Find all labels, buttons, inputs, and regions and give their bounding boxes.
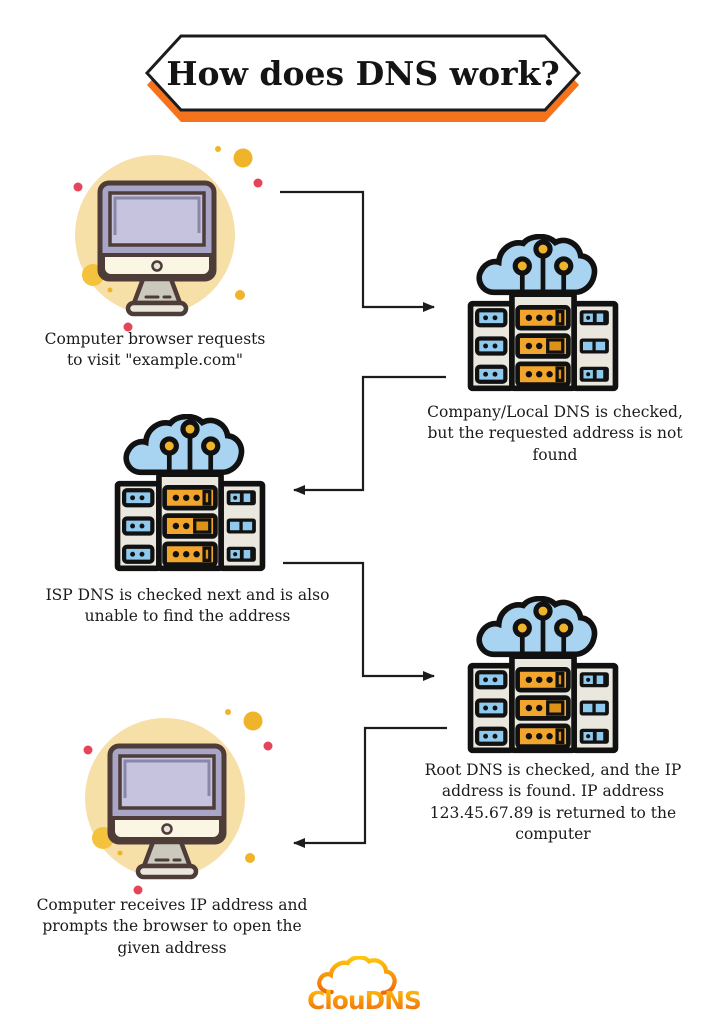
cloudns-logo: ClouDNS (307, 956, 422, 1015)
step-label-computer-receives: Computer receives IP address and prompts… (36, 896, 308, 957)
step-label-local-dns: Company/Local DNS is checked, but the re… (427, 403, 683, 464)
dns-server-icon (110, 414, 270, 574)
step-label-computer-request: Computer browser requests to visit "exam… (44, 330, 266, 370)
step-label-isp-dns: ISP DNS is checked next and is also unab… (45, 586, 330, 626)
flow-arrow-1 (280, 190, 435, 312)
logo-text: ClouDNS (307, 986, 421, 1015)
title-banner: How does DNS work? (144, 34, 582, 122)
computer-icon (50, 135, 270, 335)
logo-cloud-icon (317, 956, 397, 995)
dns-server-icon (463, 596, 623, 756)
dns-server-icon (463, 234, 623, 394)
step-label-root-dns: Root DNS is checked, and the IP address … (424, 761, 682, 844)
page-title: How does DNS work? (166, 54, 559, 93)
banner-shape (144, 34, 582, 112)
computer-icon (60, 698, 280, 898)
